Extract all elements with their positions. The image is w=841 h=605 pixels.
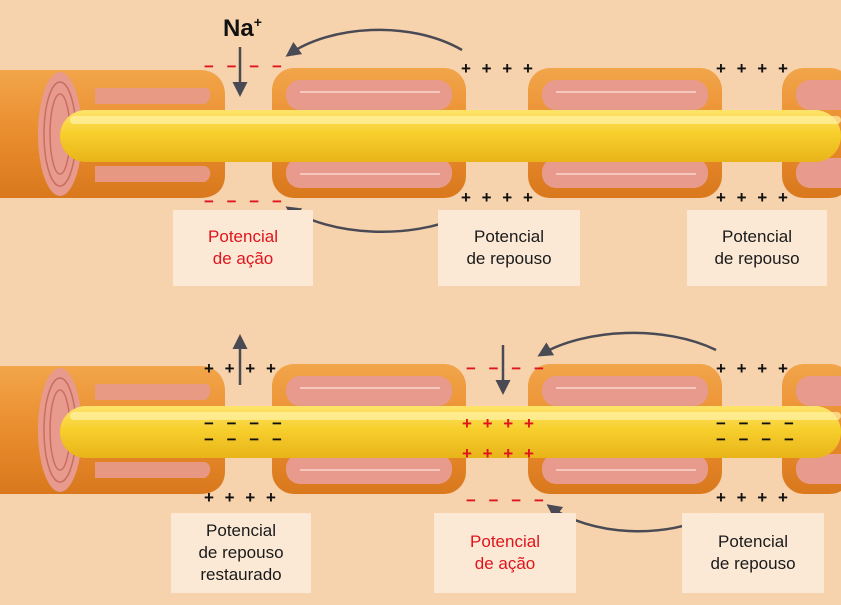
label-line: de repouso xyxy=(198,543,284,562)
charge-bottom-node2-lower: − − − − xyxy=(466,491,548,510)
top-axon xyxy=(0,68,841,198)
label-line: de repouso xyxy=(710,554,796,573)
charge-bottom-node3-inner-1: − − − − xyxy=(716,414,798,433)
label-top-resting-potential-2: Potencial de repouso xyxy=(687,210,827,286)
charge-bottom-node2-upper: − − − − xyxy=(466,359,548,378)
charge-bottom-node3-lower: + + + + xyxy=(716,488,791,507)
label-bottom-resting-potential: Potencial de repouso xyxy=(682,513,824,593)
myelin-segment-cut-top xyxy=(0,70,225,198)
label-bottom-restored-resting-potential: Potencial de repouso restaurado xyxy=(171,513,311,593)
label-line: de repouso xyxy=(466,249,552,268)
charge-bottom-node1-inner-1: − − − − xyxy=(204,414,286,433)
label-line: Potencial xyxy=(206,521,276,540)
label-line: restaurado xyxy=(200,565,282,584)
charge-bottom-node1-lower: + + + + xyxy=(204,488,279,507)
sodium-ion-label: Na+ xyxy=(223,14,262,42)
charge-top-node1-upper: − − − − xyxy=(204,57,286,76)
charge-top-node1-lower: − − − − xyxy=(204,192,286,211)
label-line: de ação xyxy=(212,249,274,268)
label-bottom-action-potential: Potencial de ação xyxy=(434,513,576,593)
label-top-action-potential: Potencial de ação xyxy=(173,210,313,286)
label-line: Potencial xyxy=(722,227,792,246)
label-line: Potencial xyxy=(208,227,278,246)
label-line: Potencial xyxy=(470,532,540,551)
charge-bottom-node3-inner-2: − − − − xyxy=(716,430,798,449)
charge-bottom-node2-inner-2: + + + + xyxy=(462,444,537,463)
label-line: Potencial xyxy=(474,227,544,246)
label-line: Potencial xyxy=(718,532,788,551)
charge-top-node3-lower: + + + + xyxy=(716,188,791,207)
label-top-resting-potential-1: Potencial de repouso xyxy=(438,210,580,286)
charge-bottom-node3-upper: + + + + xyxy=(716,359,791,378)
arrow-bottom-upper-left xyxy=(537,331,717,357)
charge-top-node3-upper: + + + + xyxy=(716,59,791,78)
bottom-axon xyxy=(0,364,841,494)
label-line: de repouso xyxy=(714,249,800,268)
charge-bottom-node1-inner-2: − − − − xyxy=(204,430,286,449)
charge-bottom-node2-inner-1: + + + + xyxy=(462,414,537,433)
charge-top-node2-lower: + + + + xyxy=(461,188,536,207)
charge-bottom-node1-upper: + + + + xyxy=(204,359,279,378)
charge-top-node2-upper: + + + + xyxy=(461,59,536,78)
arrow-top-upper-left xyxy=(285,28,463,57)
label-line: de ação xyxy=(474,554,536,573)
